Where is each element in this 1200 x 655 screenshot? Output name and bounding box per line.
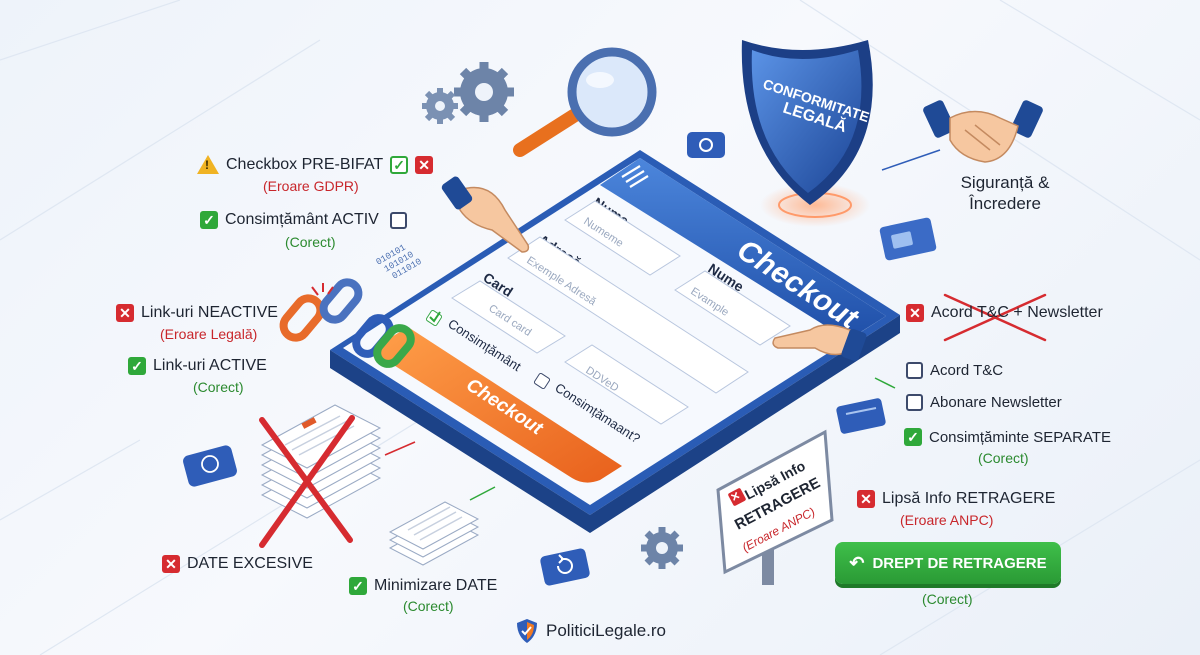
field-input-adresa[interactable] bbox=[507, 236, 749, 394]
trust-label: Siguranță & Încredere bbox=[960, 173, 1050, 213]
field-input-cvv[interactable] bbox=[564, 344, 689, 425]
callout-activ-sub: (Corect) bbox=[285, 234, 336, 250]
tablet-header bbox=[600, 158, 886, 340]
logo-icon bbox=[517, 619, 537, 643]
callout-prebifat: ! Checkbox PRE-BIFAT ✓ ✕ bbox=[197, 155, 434, 174]
connector-red bbox=[384, 441, 416, 456]
small-card-icon bbox=[836, 398, 886, 434]
hand-pointer-icon bbox=[441, 176, 530, 253]
callout-separate-label: Consimțăminte SEPARATE bbox=[929, 428, 1111, 446]
callout-prebifat-label: Checkbox PRE-BIFAT bbox=[226, 155, 384, 173]
hand-pointer-icon-2 bbox=[772, 324, 867, 362]
callout-active-label: Link-uri ACTIVE bbox=[153, 357, 267, 374]
callout-separate-sub: (Corect) bbox=[978, 450, 1029, 466]
chain-link-icon-broken bbox=[279, 278, 363, 342]
callout-neactive-label: Link-uri NEACTIVE bbox=[141, 304, 278, 321]
callout-neactive-sub: (Eroare Legală) bbox=[160, 326, 258, 342]
gear-icon-bottom bbox=[641, 527, 683, 569]
warning-icon: ! bbox=[197, 155, 219, 174]
callout-excesive-label: DATE EXCESIVE bbox=[187, 555, 313, 572]
x-icon: ✕ bbox=[116, 304, 134, 322]
callout-newsletter-label: Abonare Newsletter bbox=[930, 394, 1062, 411]
callout-active: ✓ Link-uri ACTIVE bbox=[128, 357, 267, 375]
binary-text-decor: 010101 101010 011010 bbox=[375, 243, 424, 282]
credit-card-icon bbox=[879, 217, 937, 261]
handshake-icon bbox=[923, 100, 1043, 163]
checkout-tablet: Checkout Nume Numeme Adresă Exemple Adre… bbox=[330, 150, 900, 533]
settings-tile-icon bbox=[687, 132, 725, 158]
callout-neactive: ✕ Link-uri NEACTIVE bbox=[116, 304, 278, 322]
field-input-card[interactable] bbox=[451, 280, 566, 354]
brand: PoliticiLegale.ro bbox=[515, 618, 666, 644]
connector-green bbox=[469, 486, 496, 501]
callout-acord-tc: Acord T&C bbox=[906, 362, 1003, 379]
callout-activ: ✓ Consimțământ ACTIV bbox=[200, 211, 407, 229]
callout-activ-label: Consimțământ ACTIV bbox=[225, 211, 379, 228]
check-icon bbox=[429, 311, 441, 323]
check-icon: ✓ bbox=[904, 428, 922, 446]
check-icon: ✓ bbox=[200, 211, 218, 229]
empty-checkbox-icon bbox=[906, 394, 923, 411]
globe-tile-icon bbox=[183, 445, 237, 487]
shield-icon: CONFORMITATE LEGALĂ bbox=[741, 40, 873, 227]
x-icon-strike bbox=[943, 293, 1047, 342]
document-stack-icon-minimal bbox=[388, 501, 480, 566]
callout-excesive: ✕ DATE EXCESIVE bbox=[162, 555, 313, 573]
callout-lipsa-label: Lipsă Info RETRAGERE bbox=[882, 490, 1056, 507]
empty-checkbox-icon bbox=[906, 362, 923, 379]
signpost: ✕ Lipsă Info RETRAGERE (Eroare ANPC) bbox=[716, 429, 834, 585]
menu-icon bbox=[621, 165, 649, 188]
callout-acord-combined-label: Acord T&C + Newsletter bbox=[931, 304, 1103, 321]
callout-drept-sub: (Corect) bbox=[922, 591, 973, 607]
x-icon: ✕ bbox=[162, 555, 180, 573]
callout-prebifat-sub: (Eroare GDPR) bbox=[263, 178, 359, 194]
chain-link-icon bbox=[352, 314, 415, 368]
x-icon: ✕ bbox=[857, 490, 875, 508]
checkout-button[interactable] bbox=[370, 327, 622, 483]
gear-icon bbox=[454, 62, 514, 122]
callout-separate: ✓ Consimțăminte SEPARATE bbox=[904, 428, 1111, 446]
field-input-nume2[interactable] bbox=[674, 270, 791, 346]
tablet-shadow bbox=[330, 315, 900, 533]
callout-minimizare: ✓ Minimizare DATE bbox=[349, 577, 497, 595]
brand-name: PoliticiLegale.ro bbox=[546, 621, 667, 640]
undo-arrow-icon: ↶ bbox=[849, 552, 865, 573]
callout-lipsa-sub: (Eroare ANPC) bbox=[900, 512, 994, 528]
empty-checkbox-icon bbox=[389, 211, 407, 229]
check-icon: ✓ bbox=[390, 155, 409, 174]
gear-icon-small bbox=[422, 88, 458, 124]
check-icon: ✓ bbox=[128, 357, 146, 375]
drept-retragere-button[interactable]: ↶ DREPT DE RETRAGERE bbox=[835, 542, 1061, 584]
check-icon: ✓ bbox=[349, 577, 367, 595]
callout-minimizare-sub: (Corect) bbox=[403, 598, 454, 614]
undo-icon bbox=[540, 548, 590, 586]
field-input-nume[interactable] bbox=[564, 200, 681, 276]
callout-lipsa: ✕ Lipsă Info RETRAGERE bbox=[857, 490, 1055, 508]
connector-line-2 bbox=[874, 377, 896, 389]
callout-active-sub: (Corect) bbox=[193, 379, 244, 395]
connector-line bbox=[881, 149, 941, 171]
drept-retragere-label: DREPT DE RETRAGERE bbox=[872, 554, 1047, 572]
callout-acord-tc-label: Acord T&C bbox=[930, 362, 1004, 379]
consent-checkbox-empty[interactable] bbox=[533, 372, 551, 390]
callout-newsletter: Abonare Newsletter bbox=[906, 394, 1062, 411]
magnifier-icon bbox=[513, 47, 657, 157]
x-icon-large bbox=[259, 415, 355, 548]
x-icon: ✕ bbox=[906, 304, 924, 322]
x-icon: ✕ bbox=[415, 155, 434, 174]
callout-acord-combined: ✕ Acord T&C + Newsletter bbox=[906, 304, 1103, 322]
callout-minimizare-label: Minimizare DATE bbox=[374, 577, 498, 594]
